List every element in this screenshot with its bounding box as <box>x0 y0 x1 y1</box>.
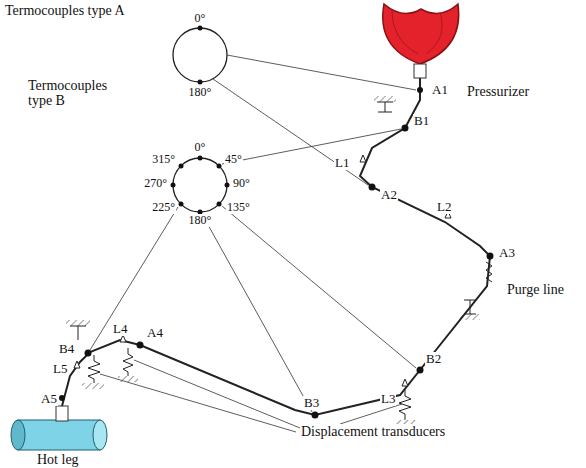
point-label: A3 <box>498 246 516 260</box>
point-label: A2 <box>380 188 398 202</box>
transducer-marks <box>74 155 451 386</box>
thermocouple-ring <box>173 28 227 82</box>
leader-lines <box>90 55 416 432</box>
point-label: A5 <box>40 392 58 406</box>
point-label: L1 <box>334 156 350 170</box>
part-label: Hot leg <box>36 452 80 467</box>
thermocouple-ring <box>173 158 227 212</box>
nozzle <box>414 64 426 78</box>
point-label: A4 <box>146 326 164 340</box>
vessel-shading <box>392 10 418 54</box>
part-label: Purge line <box>506 282 565 297</box>
angle-label: 90° <box>232 177 251 190</box>
point-label: L2 <box>436 200 452 214</box>
supports <box>66 96 492 426</box>
angle-label: 270° <box>143 177 168 190</box>
point-label: A1 <box>431 83 449 97</box>
point-label: L5 <box>52 362 68 376</box>
ring-heading: Termocouples type A <box>5 3 125 18</box>
point-label: L4 <box>112 322 128 336</box>
ring-heading: Termocouples type B <box>28 78 124 108</box>
ring-points <box>171 26 230 215</box>
angle-label: 0° <box>194 12 207 25</box>
angle-label: 180° <box>188 214 213 227</box>
point-label: B4 <box>58 342 75 356</box>
nozzle <box>56 406 68 421</box>
pipe-end <box>93 420 107 450</box>
point-label: B1 <box>413 114 430 128</box>
thermocouple-ring: Termocouples type B 0° 45° 90° 135° 180° 225° 2… <box>20 75 280 240</box>
part-label: Pressurizer <box>466 84 530 99</box>
pressurizer-vessel <box>383 4 459 64</box>
point-label: L3 <box>380 392 396 406</box>
angle-label: 315° <box>151 153 176 166</box>
point-label: B3 <box>303 396 320 410</box>
measuring-points <box>59 87 494 419</box>
angle-label: 0° <box>194 141 207 154</box>
angle-label: 135° <box>226 201 251 214</box>
angle-label: 225° <box>151 201 176 214</box>
angle-label: 45° <box>224 153 243 166</box>
part-label: Displacement transducers <box>300 424 446 439</box>
hot-leg-pipe <box>18 420 100 450</box>
point-label: B2 <box>425 352 442 366</box>
pipe-end <box>11 420 25 450</box>
angle-label: 180° <box>188 86 213 99</box>
vessel-shading <box>426 12 442 54</box>
purge-line-pipe <box>62 78 490 415</box>
